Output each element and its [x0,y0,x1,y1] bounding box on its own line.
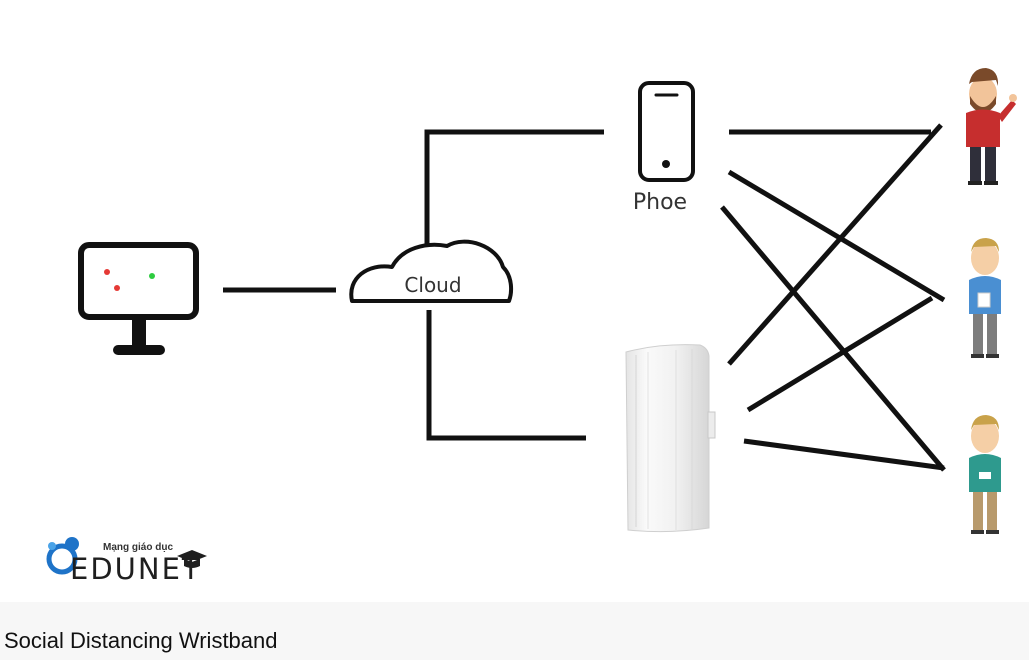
person-1-icon [966,68,1017,185]
phone-person3-link [720,205,946,472]
video-frame[interactable]: Cloud Phoe [0,0,1029,602]
gateway-person2-link [746,295,934,413]
person-2-icon [969,238,1001,358]
red-dot-1 [104,269,110,275]
system-diagram: Cloud Phoe [46,68,1017,586]
logo-tagline: Mạng giáo dục [103,542,173,553]
phone-icon: Phoe [633,81,695,215]
monitor-icon [78,242,199,355]
logo-name: EDUNET [70,552,202,586]
connection-lines [223,123,946,472]
video-title[interactable]: Social Distancing Wristband [4,628,278,653]
green-dot [149,273,155,279]
gateway-person1-link [727,123,943,366]
red-dot-2 [114,285,120,291]
caption-bar [0,602,1029,660]
graduation-cap-icon [177,550,207,568]
phone-person2-link [727,169,946,303]
cloud-phone-link [424,129,604,246]
person-3-icon [969,415,1001,534]
gateway-person3-link [743,438,945,471]
cloud-label: Cloud [404,273,461,297]
phone-label: Phoe [633,190,687,215]
cloud-icon: Cloud [349,239,514,303]
edunet-logo: Mạng giáo dục EDUNET [46,537,207,586]
gateway-device-icon [625,344,716,533]
cloud-gateway-link [426,310,586,441]
